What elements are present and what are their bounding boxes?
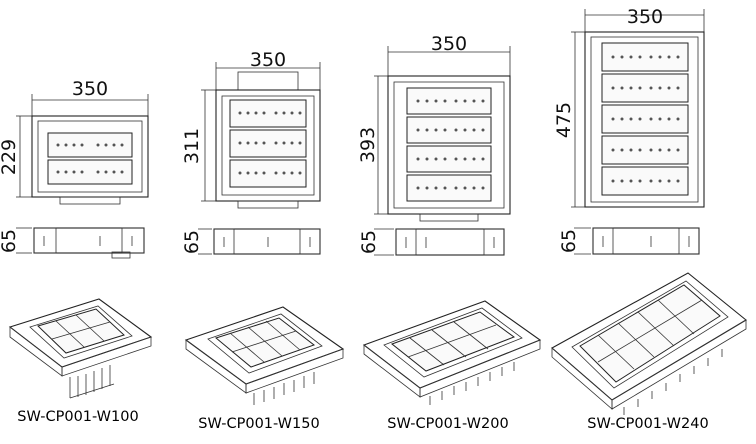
iso-view-w240 [551,272,747,415]
height-dim-w200: 393 [357,127,379,163]
iso-view-w150 [184,306,345,405]
width-dim-w150: 350 [250,49,286,71]
module-stack-w200 [406,87,492,202]
side-view-w100: 65 [0,227,145,259]
width-dim-w200: 350 [431,33,467,55]
depth-dim-w150: 65 [181,230,203,254]
top-view-w100: 350 229 [0,78,149,205]
depth-dim-w100: 65 [0,229,20,253]
side-view-w200: 65 [358,228,505,256]
iso-view-w100 [8,298,153,399]
model-label-w200: SW-CP001-W200 [387,416,508,432]
width-dim-w240: 350 [627,6,663,28]
product-w150: 350 311 [181,49,345,432]
side-view-w150: 65 [181,228,321,255]
top-view-w200: 350 393 [357,33,511,222]
height-dim-w100: 229 [0,139,20,175]
width-dim-w100: 350 [72,78,108,100]
depth-dim-w200: 65 [358,230,380,254]
depth-dim-w240: 65 [558,229,580,253]
module-stack-w150 [229,99,307,188]
model-label-w100: SW-CP001-W100 [17,409,138,425]
model-label-w240: SW-CP001-W240 [587,416,708,432]
height-dim-w240: 475 [553,102,575,138]
top-view-w240: 350 475 [553,6,705,208]
height-dim-w150: 311 [181,128,203,164]
iso-view-w200 [362,300,542,405]
top-view-w150: 350 311 [181,49,321,209]
model-label-w150: SW-CP001-W150 [198,416,319,432]
product-w100: 350 229 [0,78,153,425]
product-w240: 350 475 [551,6,747,432]
module-stack-w240 [601,42,689,196]
product-w200: 350 393 [357,33,542,432]
side-view-w240: 65 [558,227,700,255]
module-stack-w100 [47,132,133,185]
